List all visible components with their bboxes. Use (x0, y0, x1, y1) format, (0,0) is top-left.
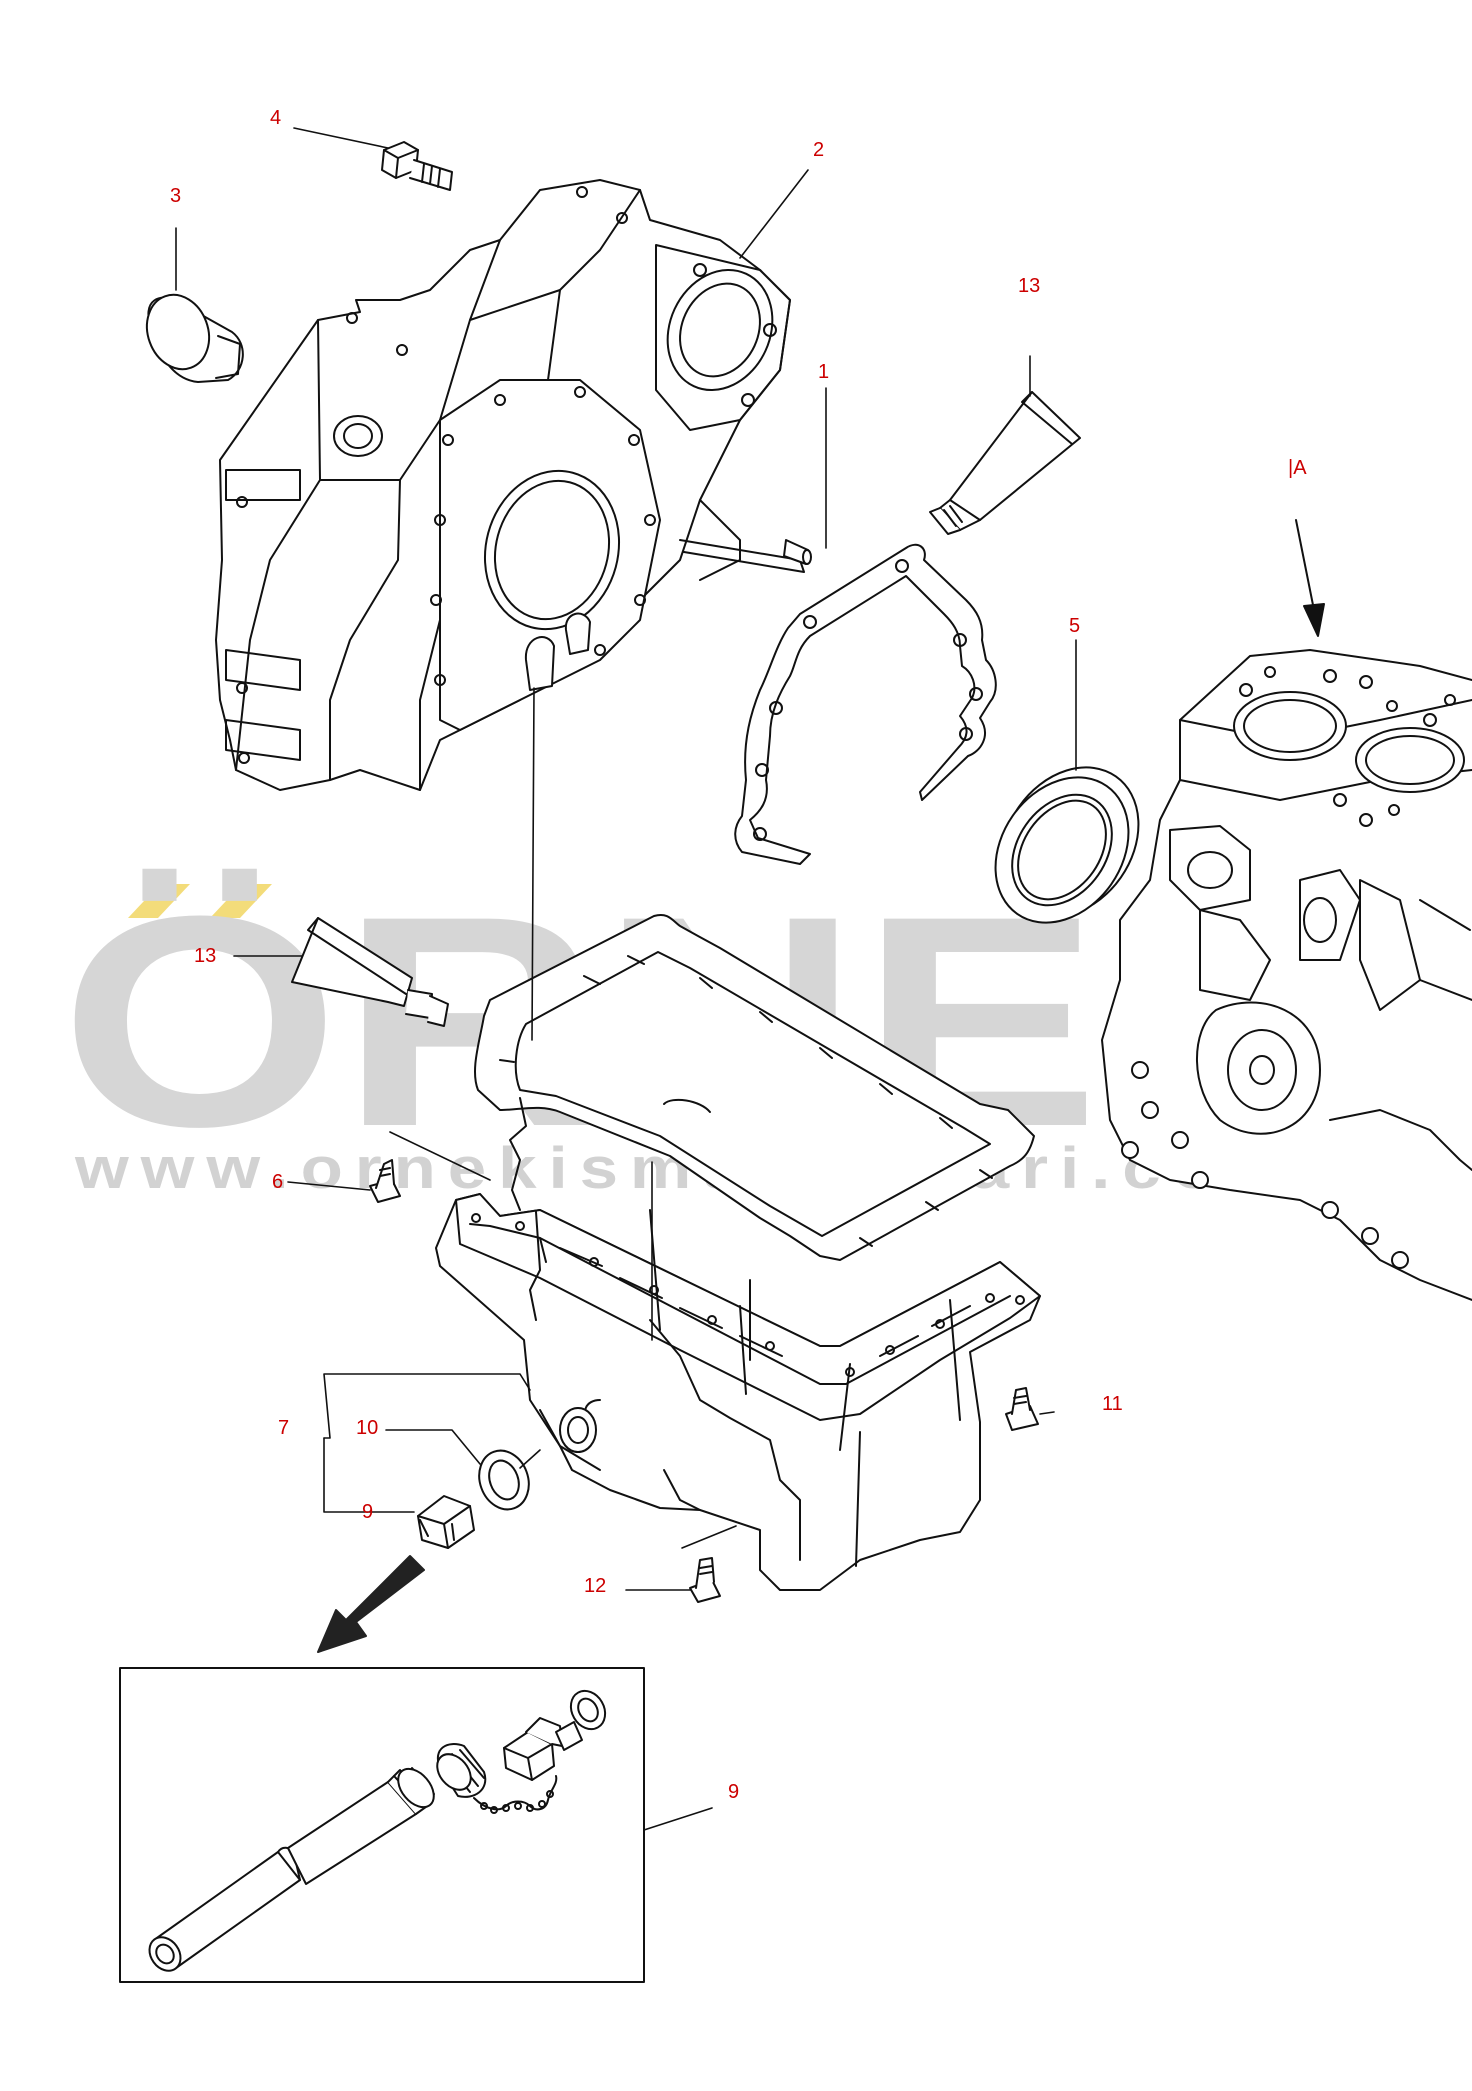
callout-3: 3 (170, 185, 181, 207)
watermark-accent-marks (128, 884, 272, 918)
callout-7: 7 (278, 1417, 289, 1439)
rear-plate-gasket (734, 543, 997, 865)
drain-plug-part-9 (417, 1495, 475, 1549)
callout-5: 5 (1069, 615, 1080, 637)
leader-lines (175, 127, 1077, 1591)
callout-11: 11 (1102, 1393, 1123, 1415)
bolt-part-6 (369, 1159, 401, 1203)
bolt-part-4 (381, 141, 453, 191)
arrow-to-ref-a (1295, 519, 1315, 611)
callout-13-lower: 13 (194, 945, 216, 967)
flywheel-housing-part-2 (215, 179, 805, 791)
dowel-pin-part-1 (783, 539, 812, 565)
callout-10: 10 (356, 1417, 378, 1439)
callout-6: 6 (272, 1171, 283, 1193)
bolt-part-12 (689, 1557, 721, 1603)
cap-part-3 (145, 293, 244, 383)
callout-13-upper: 13 (1018, 275, 1040, 297)
reference-a: |A (1288, 457, 1307, 479)
callout-labels: 1 2 3 4 5 6 7 9 10 11 12 13 13 9 |A (170, 107, 1307, 1803)
arrow-to-detail (317, 1555, 425, 1653)
callout-12: 12 (584, 1575, 606, 1597)
drain-hose-assembly (148, 1689, 607, 1972)
detail-leader (643, 1807, 713, 1831)
washer-part-10 (478, 1449, 530, 1511)
callout-1: 1 (818, 361, 829, 383)
oil-pan-gasket (474, 914, 1035, 1261)
engine-block-ref-a (1101, 649, 1472, 1301)
sealant-tube-upper-part-13 (929, 391, 1081, 535)
callout-2: 2 (813, 139, 824, 161)
callout-4: 4 (270, 107, 281, 129)
oil-seal-part-5 (994, 766, 1140, 924)
oil-pan (435, 1193, 1041, 1591)
sealant-tube-lower-part-13 (291, 917, 449, 1027)
callout-9-detail: 9 (728, 1781, 739, 1803)
arrowhead-ref-a (1303, 603, 1325, 637)
bolt-part-11 (1005, 1387, 1039, 1431)
callout-9: 9 (362, 1501, 373, 1523)
